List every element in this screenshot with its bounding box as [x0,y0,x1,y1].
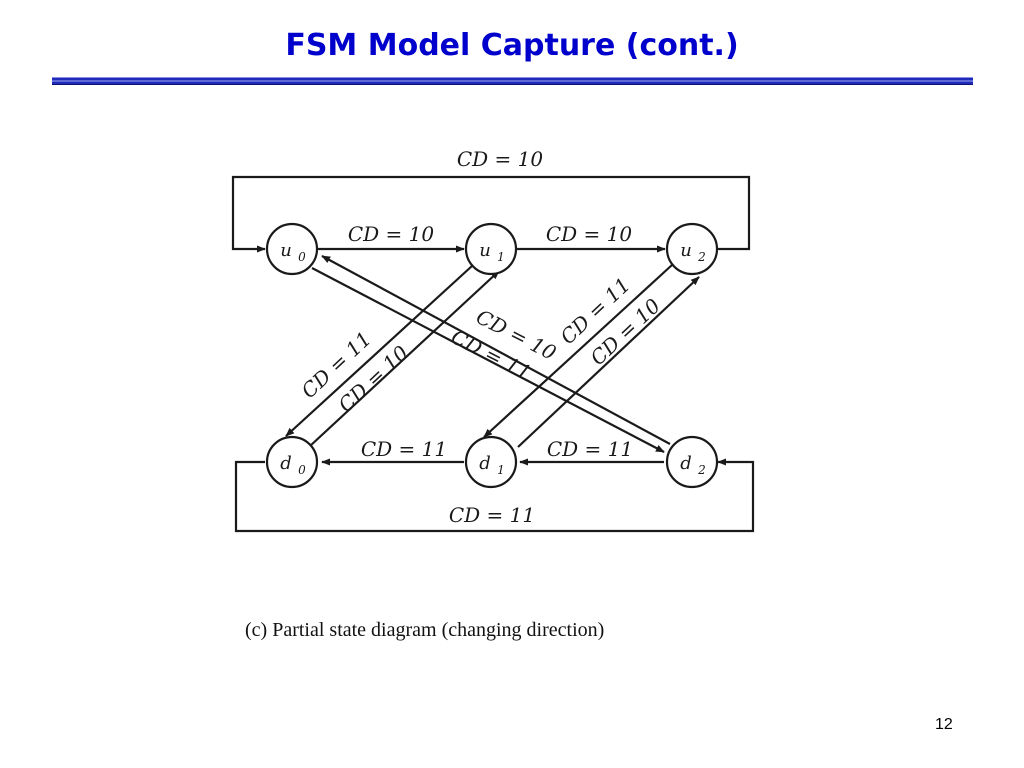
state-d0-subscript: 0 [298,463,306,477]
state-d2: d 2 [665,435,719,489]
state-u2-subscript: 2 [697,250,706,264]
edge-u1-to-d0 [285,265,473,437]
state-u2-name: u [680,240,692,261]
state-d0: d 0 [265,435,319,489]
edge-d1-to-u2 [517,276,700,448]
edge-d0-to-d2-loop [234,458,755,533]
label-u2-to-u0-loop: CD = 10 [457,147,544,171]
state-u0-name: u [280,240,292,261]
edge-u2-to-u0-loop [231,175,751,253]
page-number: 12 [935,716,953,733]
edge-u2-to-d1 [483,264,673,438]
state-d1-subscript: 1 [497,463,505,477]
state-u1: u 1 [464,222,518,276]
label-u0-to-u1: CD = 10 [348,222,435,246]
state-u1-subscript: 1 [497,250,505,264]
state-d1-name: d [479,453,491,474]
state-d2-subscript: 2 [697,463,706,477]
label-d0-to-d2-loop: CD = 11 [449,503,535,527]
state-u2: u 2 [665,222,719,276]
state-u1-name: u [479,240,491,261]
edge-d2-to-u0 [321,255,671,445]
title-divider [52,77,973,85]
state-u0: u 0 [265,222,319,276]
state-u0-subscript: 0 [298,250,306,264]
state-d2-name: d [680,453,692,474]
slide-title: FSM Model Capture (cont.) [285,28,739,63]
figure-caption: (c) Partial state diagram (changing dire… [245,619,604,641]
label-d1-to-d0: CD = 11 [361,437,447,461]
edge-d0-to-u1 [309,270,500,447]
state-d1: d 1 [464,435,518,489]
label-d2-to-d1: CD = 11 [547,437,633,461]
edge-u0-to-d2 [311,267,665,453]
state-d0-name: d [280,453,292,474]
label-u1-to-u2: CD = 10 [546,222,633,246]
